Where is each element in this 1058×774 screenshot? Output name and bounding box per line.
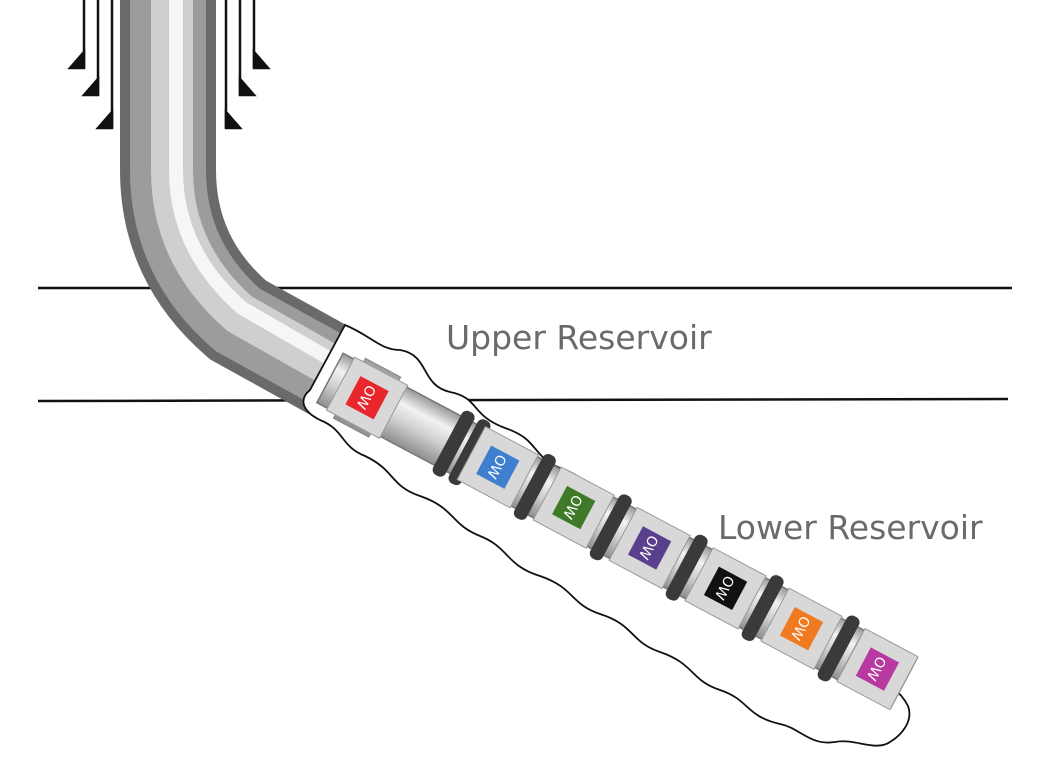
upper-reservoir-label: Upper Reservoir [446, 318, 712, 357]
tracer-color-square [552, 485, 596, 530]
tracer-color-square [345, 376, 389, 420]
tracer-module: OW [608, 506, 691, 590]
tracer-module: OW [532, 466, 615, 549]
tracer-module: OW [760, 587, 843, 670]
packer-ring [589, 494, 632, 561]
tracer-color-square [627, 526, 672, 570]
tracer-module: OW [456, 425, 540, 509]
lower-reservoir-label: Lower Reservoir [718, 508, 983, 547]
packer-ring [665, 534, 708, 601]
tracer-color-square [703, 566, 748, 610]
tracer-module: OW [684, 547, 767, 630]
packer-ring [432, 410, 475, 477]
packer-ring [513, 453, 556, 520]
formation-line-bottom [37, 397, 1009, 403]
packer-ring [741, 575, 784, 641]
tracer-module: OW [325, 356, 409, 439]
flow-arrows [67, 0, 271, 130]
tracer-color-square [476, 445, 520, 489]
tracer-color-square [855, 647, 900, 691]
tracer-color-square [779, 607, 824, 651]
tubing-curve [120, 0, 356, 415]
tracer-module: OW [836, 627, 919, 711]
packer-ring [817, 615, 860, 682]
